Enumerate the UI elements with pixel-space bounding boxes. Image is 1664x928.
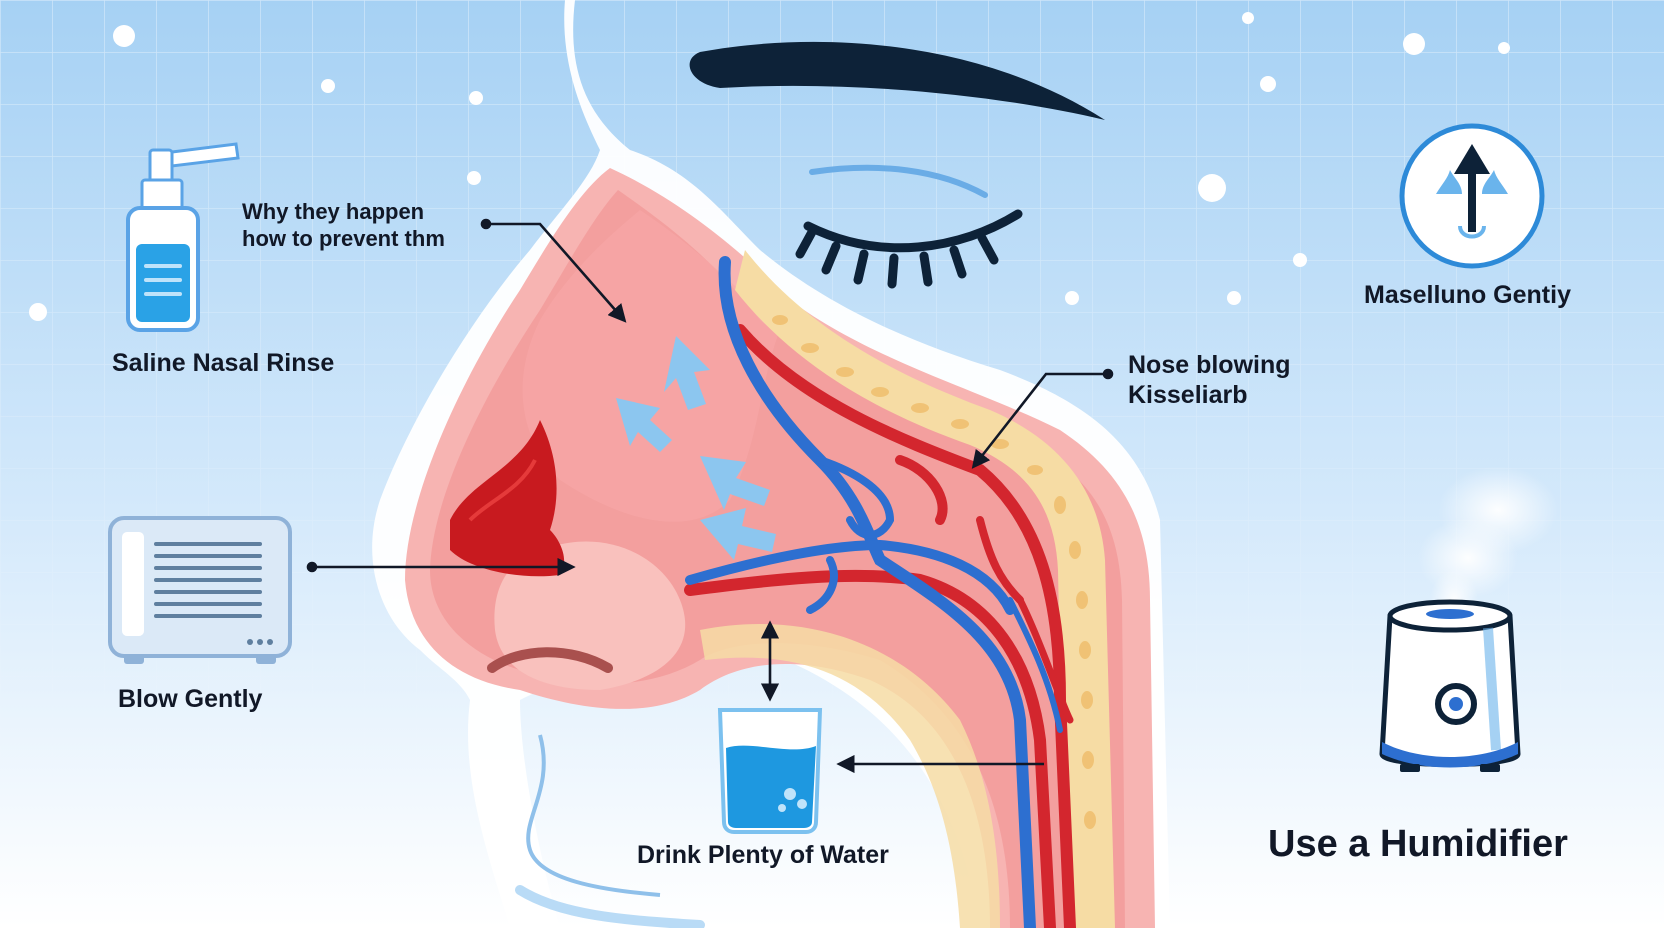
humidifier-icon <box>1379 466 1558 772</box>
why-line-1: Why they happen <box>242 199 425 224</box>
airflow-arrows <box>616 336 776 560</box>
drink-water-label: Drink Plenty of Water <box>637 841 889 869</box>
air-purifier-icon <box>108 516 292 664</box>
bone-texture <box>772 315 1096 829</box>
spray-bottle-icon <box>126 142 240 332</box>
leader-nose <box>971 372 1108 469</box>
maseluno-gently-label: Maselluno Gentiy <box>1364 281 1571 309</box>
blood-vessels <box>684 256 1076 928</box>
bleeding-spot <box>450 420 565 577</box>
why-line-2: how to prevent thm <box>242 226 445 251</box>
eyebrow <box>689 41 1105 120</box>
closed-eye <box>795 209 1023 289</box>
decorative-dots <box>29 12 1510 321</box>
saline-nasal-rinse-label: Saline Nasal Rinse <box>112 349 335 377</box>
use-humidifier-label: Use a Humidifier <box>1268 823 1568 865</box>
nose-line-2: Kisseliarb <box>1128 381 1248 409</box>
leader-why <box>488 222 627 323</box>
rising-arrow-drops-icon <box>1399 123 1545 269</box>
water-glass-icon <box>717 708 823 834</box>
nose-blowing-label: Nose blowing Kisseliarb <box>1128 350 1291 410</box>
blow-gently-label: Blow Gently <box>118 685 263 713</box>
why-they-happen-label: Why they happen how to prevent thm <box>242 198 445 252</box>
leader-lines <box>306 218 1114 774</box>
nose-line-1: Nose blowing <box>1128 351 1291 379</box>
eyelid-line <box>809 164 988 198</box>
